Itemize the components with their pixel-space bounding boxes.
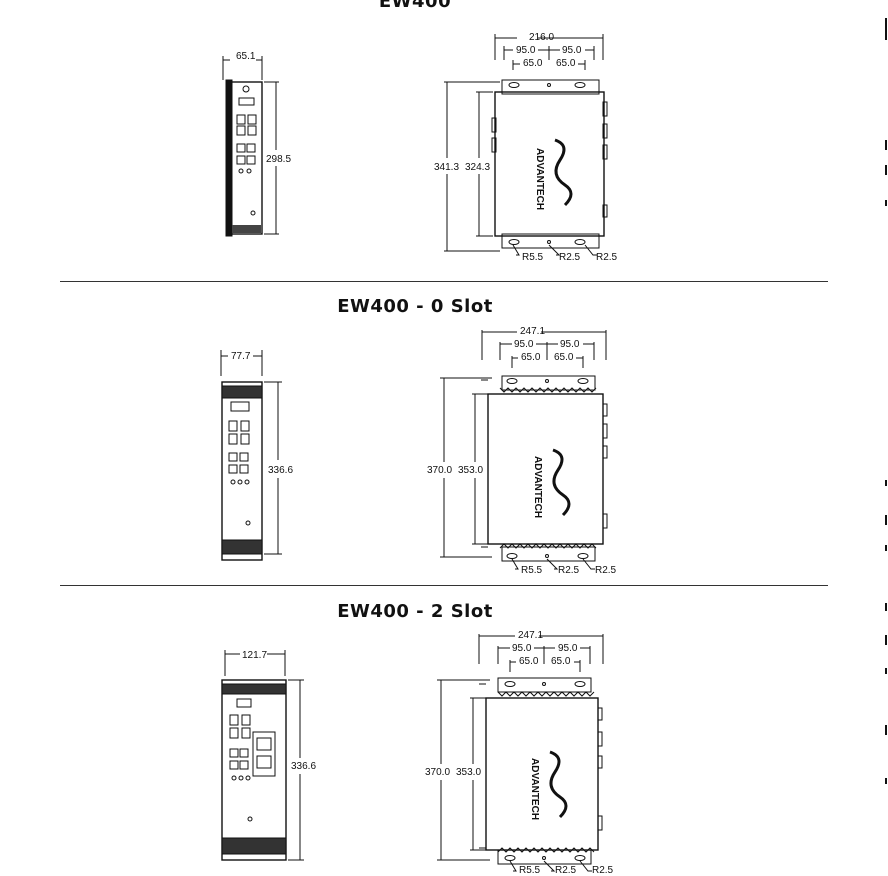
- dim-side-width: 65.1: [236, 51, 256, 62]
- dim-total-width: 247.1: [520, 326, 545, 337]
- dim-total-width: 247.1: [518, 630, 543, 641]
- dim-pitch-right: 95.0: [560, 339, 580, 350]
- drawing-ew400-0-slot: 77.7 336.6 247.1 95.0 95.0 65.0 65.0 370…: [220, 326, 617, 576]
- dim-inner-left: 65.0: [521, 352, 541, 363]
- side-view: [221, 650, 304, 861]
- dim-inner-right: 65.0: [554, 352, 574, 363]
- logo-text: ADVANTECH: [534, 148, 545, 210]
- section-divider: [60, 585, 828, 586]
- dim-outer-height: 341.3: [434, 162, 459, 173]
- dim-pitch-left: 95.0: [512, 643, 532, 654]
- dim-radius-slot: R5.5: [521, 565, 543, 576]
- dim-side-height: 336.6: [268, 465, 293, 476]
- dim-outer-height: 370.0: [427, 465, 452, 476]
- dim-radius-a: R2.5: [558, 565, 580, 576]
- dim-radius-b: R2.5: [592, 865, 614, 876]
- section-title-ew400-2-slot: EW400 - 2 Slot: [337, 601, 493, 622]
- dim-inner-right: 65.0: [556, 58, 576, 69]
- dim-side-height: 336.6: [291, 761, 316, 772]
- page-edge-marks: [885, 18, 887, 784]
- dim-outer-height: 370.0: [425, 767, 450, 778]
- dim-inner-left: 65.0: [519, 656, 539, 667]
- dim-side-width: 121.7: [242, 650, 267, 661]
- dim-inner-height: 353.0: [456, 767, 481, 778]
- dim-side-width: 77.7: [231, 351, 251, 362]
- dim-pitch-right: 95.0: [562, 45, 582, 56]
- dim-radius-a: R2.5: [555, 865, 577, 876]
- drawing-ew400: 65.1 298.5 216.0 95.0 95.0 65.0 65.0 341…: [222, 32, 618, 263]
- dim-radius-b: R2.5: [595, 565, 617, 576]
- front-view: [440, 330, 608, 570]
- dim-pitch-left: 95.0: [516, 45, 536, 56]
- dim-inner-height: 353.0: [458, 465, 483, 476]
- dim-total-width: 216.0: [529, 32, 554, 43]
- dim-inner-right: 65.0: [551, 656, 571, 667]
- section-title-ew400: EW400: [378, 0, 452, 12]
- dim-radius-a: R2.5: [559, 252, 581, 263]
- dim-radius-slot: R5.5: [522, 252, 544, 263]
- logo-text: ADVANTECH: [529, 758, 540, 820]
- front-view: [444, 34, 608, 256]
- side-view: [222, 56, 279, 237]
- dim-radius-slot: R5.5: [519, 865, 541, 876]
- dim-inner-height: 324.3: [465, 162, 490, 173]
- dim-side-height: 298.5: [266, 154, 291, 165]
- section-divider: [60, 281, 828, 282]
- section-title-ew400-0-slot: EW400 - 0 Slot: [337, 296, 493, 317]
- dim-pitch-right: 95.0: [558, 643, 578, 654]
- dim-pitch-left: 95.0: [514, 339, 534, 350]
- dim-inner-left: 65.0: [523, 58, 543, 69]
- side-view: [220, 350, 282, 561]
- dim-radius-b: R2.5: [596, 252, 618, 263]
- drawing-ew400-2-slot: 121.7 336.6 247.1 95.0 95.0 65.0 65.0 37…: [221, 630, 614, 876]
- front-view: [437, 634, 604, 872]
- logo-text: ADVANTECH: [532, 456, 543, 518]
